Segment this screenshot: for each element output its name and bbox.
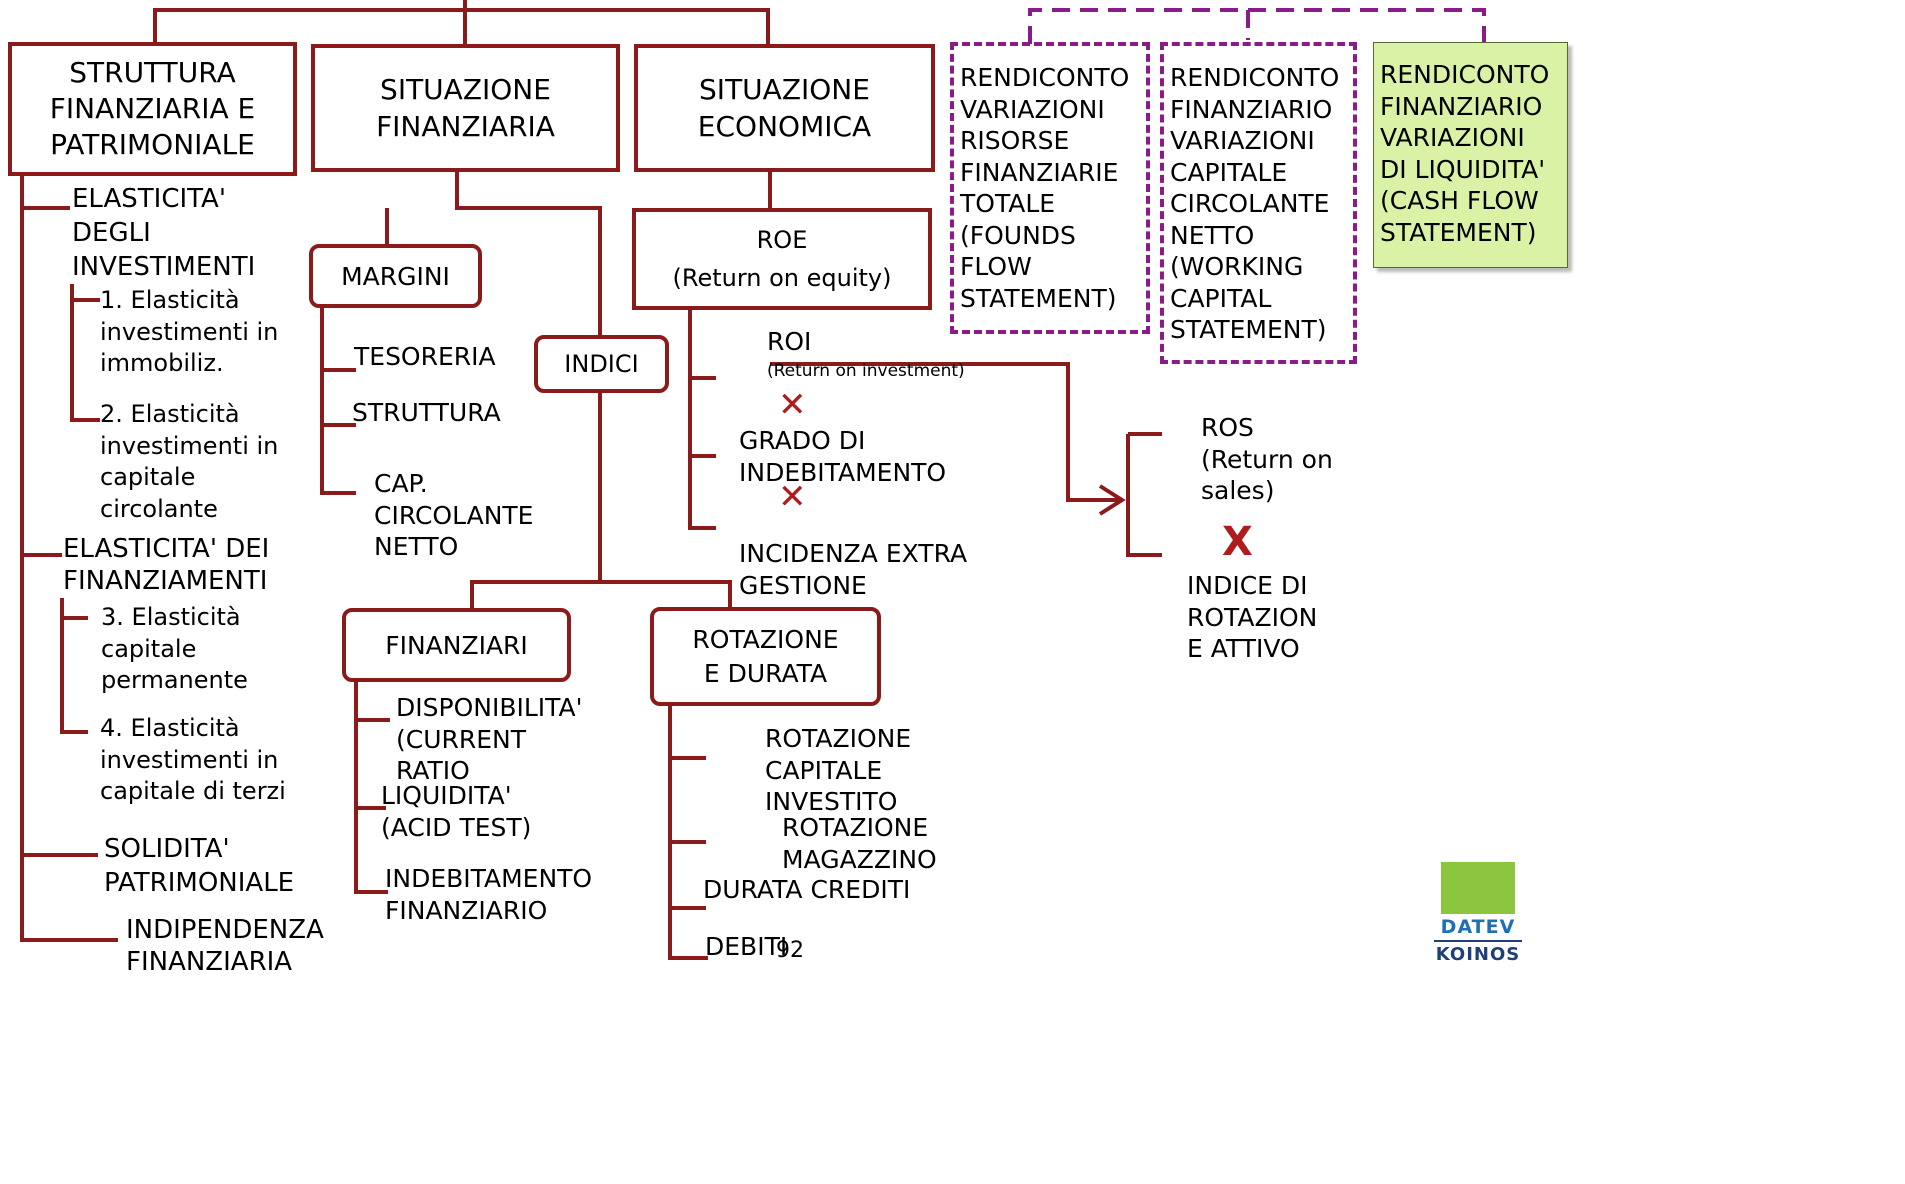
rendiconto-risorse-box: RENDICONTO VARIAZIONI RISORSE FINANZIARI…: [950, 42, 1150, 334]
elasticita-item-3: 3. Elasticità capitale permanente: [101, 603, 248, 694]
incidenza-extra-gestione: INCIDENZA EXTRA GESTIONE: [739, 539, 968, 600]
rotazione-durata-box: ROTAZIONE E DURATA: [650, 607, 881, 706]
grado-indebitamento: GRADO DI INDEBITAMENTO: [739, 426, 947, 487]
dashed-connectors: [1028, 8, 1486, 44]
connector-lines: [20, 0, 1486, 960]
logo-datev-text: DATEV: [1440, 916, 1516, 938]
page-number: 92: [776, 938, 804, 963]
multiply-mark-3: X: [1222, 519, 1253, 565]
rendiconto-liquidita-box: RENDICONTO FINANZIARIO VARIAZIONI DI LIQ…: [1373, 42, 1568, 268]
roe-box: ROE (Return on equity): [632, 208, 932, 310]
rotazione-capitale-investito: ROTAZIONE CAPITALE INVESTITO: [765, 724, 912, 816]
elasticita-finanziamenti-label: ELASTICITA' DEI FINANZIAMENTI: [63, 534, 270, 596]
indice-liquidita: LIQUIDITA' (ACID TEST): [381, 781, 532, 842]
multiply-mark-1: ✕: [778, 385, 807, 425]
datev-koinos-logo: DATEV KOINOS: [1430, 862, 1526, 965]
logo-green-square: [1441, 862, 1515, 914]
margine-struttura: STRUTTURA: [352, 398, 501, 427]
margine-cap-circolante: CAP. CIRCOLANTE NETTO: [374, 469, 534, 561]
ros-label: ROS (Return on sales): [1201, 413, 1333, 505]
finanziari-box: FINANZIARI: [342, 608, 571, 682]
indipendenza-finanziaria-label: INDIPENDENZA FINANZIARIA: [126, 915, 324, 977]
connectors: [20, 0, 1162, 960]
durata-debiti: DEBITI: [705, 932, 788, 961]
solidita-patrimoniale-label: SOLIDITA' PATRIMONIALE: [104, 834, 295, 898]
roi-subtitle: (Return on investment): [767, 361, 965, 381]
rendiconto-circolante-box: RENDICONTO FINANZIARIO VARIAZIONI CAPITA…: [1160, 42, 1357, 364]
situazione-finanziaria-box: SITUAZIONE FINANZIARIA: [311, 44, 620, 172]
elasticita-item-2: 2. Elasticità investimenti in capitale c…: [100, 400, 279, 523]
multiply-mark-2: ✕: [778, 477, 807, 517]
situazione-economica-box: SITUAZIONE ECONOMICA: [634, 44, 935, 172]
indice-disponibilita: DISPONIBILITA' (CURRENT RATIO: [396, 693, 583, 785]
rotazione-magazzino: ROTAZIONE MAGAZZINO: [782, 813, 937, 874]
elasticita-item-1: 1. Elasticità investimenti in immobiliz.: [100, 286, 279, 377]
indici-box: INDICI: [534, 335, 669, 393]
logo-divider: [1434, 940, 1522, 942]
indice-rotazione-attivo: INDICE DI ROTAZION E ATTIVO: [1187, 571, 1318, 663]
elasticita-investimenti-label: ELASTICITA' DEGLI INVESTIMENTI: [72, 184, 256, 282]
struttura-finanziaria-box: STRUTTURA FINANZIARIA E PATRIMONIALE: [8, 42, 297, 176]
durata-crediti: DURATA CREDITI: [703, 875, 911, 904]
elasticita-item-4: 4. Elasticità investimenti in capitale d…: [100, 714, 286, 805]
roi-label: ROI: [767, 327, 812, 356]
margine-tesoreria: TESORERIA: [354, 342, 496, 371]
logo-koinos-text: KOINOS: [1435, 944, 1521, 965]
margini-box: MARGINI: [309, 244, 482, 308]
indice-indebitamento: INDEBITAMENTO FINANZIARIO: [385, 864, 593, 925]
